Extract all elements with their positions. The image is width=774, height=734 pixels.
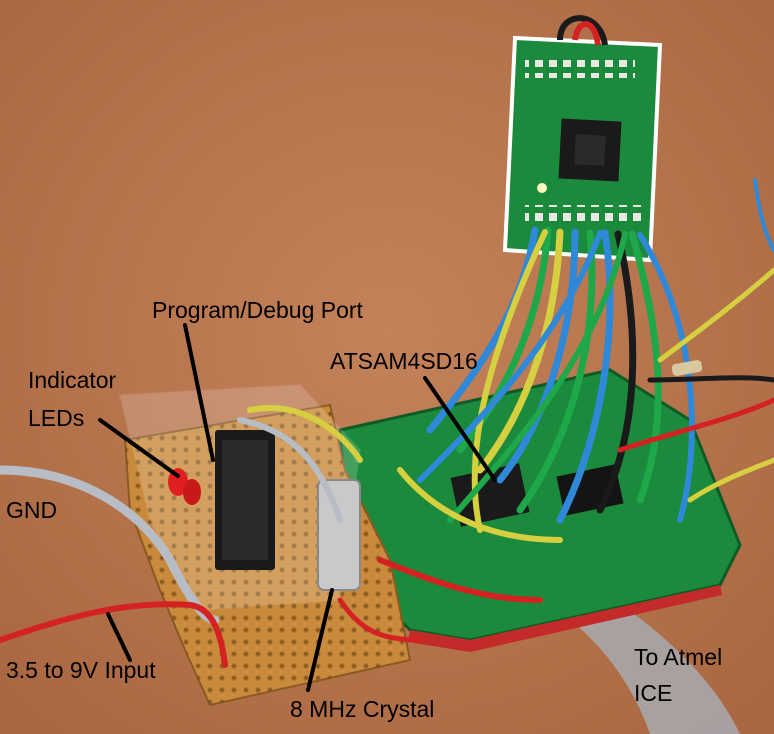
wire-bundle: [237, 178, 774, 643]
pointer-indicator-leds: [98, 418, 180, 478]
sensor-bottom-pads: [525, 205, 645, 223]
label-indicator-leds-line2: LEDs: [28, 405, 85, 431]
label-indicator-leds-line1: Indicator: [28, 367, 117, 393]
sensor-led: [537, 183, 547, 193]
mcu-chip: [450, 463, 530, 527]
power-wire: [0, 601, 228, 668]
led-1: [168, 468, 188, 496]
resistor: [671, 360, 703, 376]
label-power-input: 3.5 to 9V Input: [6, 657, 156, 683]
label-to-atmel-line2: ICE: [634, 680, 673, 706]
pointer-program-debug: [183, 323, 215, 462]
led-2: [183, 479, 201, 505]
pointer-lines: [98, 323, 497, 692]
label-to-atmel-line1: To Atmel: [634, 644, 723, 670]
pointer-power-input: [106, 612, 132, 662]
pointer-mcu: [423, 376, 497, 482]
label-mcu: ATSAM4SD16: [330, 348, 478, 374]
label-program-debug-port: Program/Debug Port: [152, 297, 363, 323]
sensor-top-pads: [525, 60, 635, 78]
label-gnd: GND: [6, 497, 58, 523]
pointer-crystal: [306, 588, 334, 692]
label-crystal: 8 MHz Crystal: [290, 696, 435, 722]
main-pcb-edge: [408, 585, 722, 652]
crystal: [317, 479, 361, 591]
